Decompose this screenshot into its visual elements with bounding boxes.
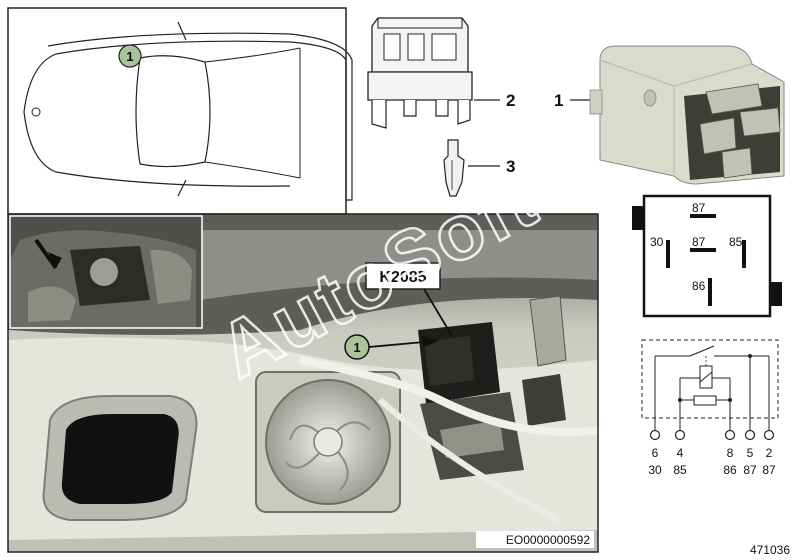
socket-callout: 2 [506, 91, 515, 110]
car-marker-label: 1 [126, 49, 133, 64]
terminal-bottom-4: 87 [743, 463, 757, 477]
terminal-top-5: 2 [766, 446, 773, 460]
installation-photo: K2085 1 EO0000000592 [7, 213, 599, 553]
car-emblem [31, 107, 41, 117]
image-code: EO0000000592 [506, 533, 590, 547]
terminal-bottom-3: 86 [723, 463, 737, 477]
terminal-bottom-2: 85 [673, 463, 687, 477]
relay-callout: 1 [554, 91, 563, 110]
terminal-bottom-1: 30 [648, 463, 662, 477]
photo-marker-arrow [368, 341, 425, 348]
car-location-panel: 1 [7, 7, 353, 215]
pin-85: 85 [729, 235, 743, 249]
photo-marker-arrowhead [422, 336, 438, 348]
pin-87-center: 87 [692, 235, 706, 249]
terminal-top-3: 8 [727, 446, 734, 460]
pin-30: 30 [650, 235, 664, 249]
pin-86: 86 [692, 279, 706, 293]
relay-component: 1 [554, 45, 785, 185]
car-location-marker [118, 44, 142, 68]
relay-pinout: 87 30 87 85 86 [632, 194, 782, 318]
relay-socket: 2 [367, 17, 515, 129]
terminal-top-1: 6 [652, 446, 659, 460]
contact-callout: 3 [506, 157, 515, 176]
component-label: K2085 [379, 269, 426, 286]
component-label-box [365, 262, 441, 290]
terminal-top-2: 4 [677, 446, 684, 460]
terminal-bottom-5: 87 [762, 463, 776, 477]
socket-contact: 3 [443, 139, 515, 197]
pin-87-top: 87 [692, 201, 706, 215]
drawing-number: 471036 [750, 543, 790, 557]
relay-schematic: 6 4 8 5 2 30 85 86 87 87 [641, 339, 779, 477]
terminal-top-4: 5 [747, 446, 754, 460]
car-outline [23, 32, 353, 201]
component-label-leader [423, 288, 453, 337]
engine-bay-inset [9, 215, 203, 329]
photo-marker-label: 1 [353, 340, 360, 355]
